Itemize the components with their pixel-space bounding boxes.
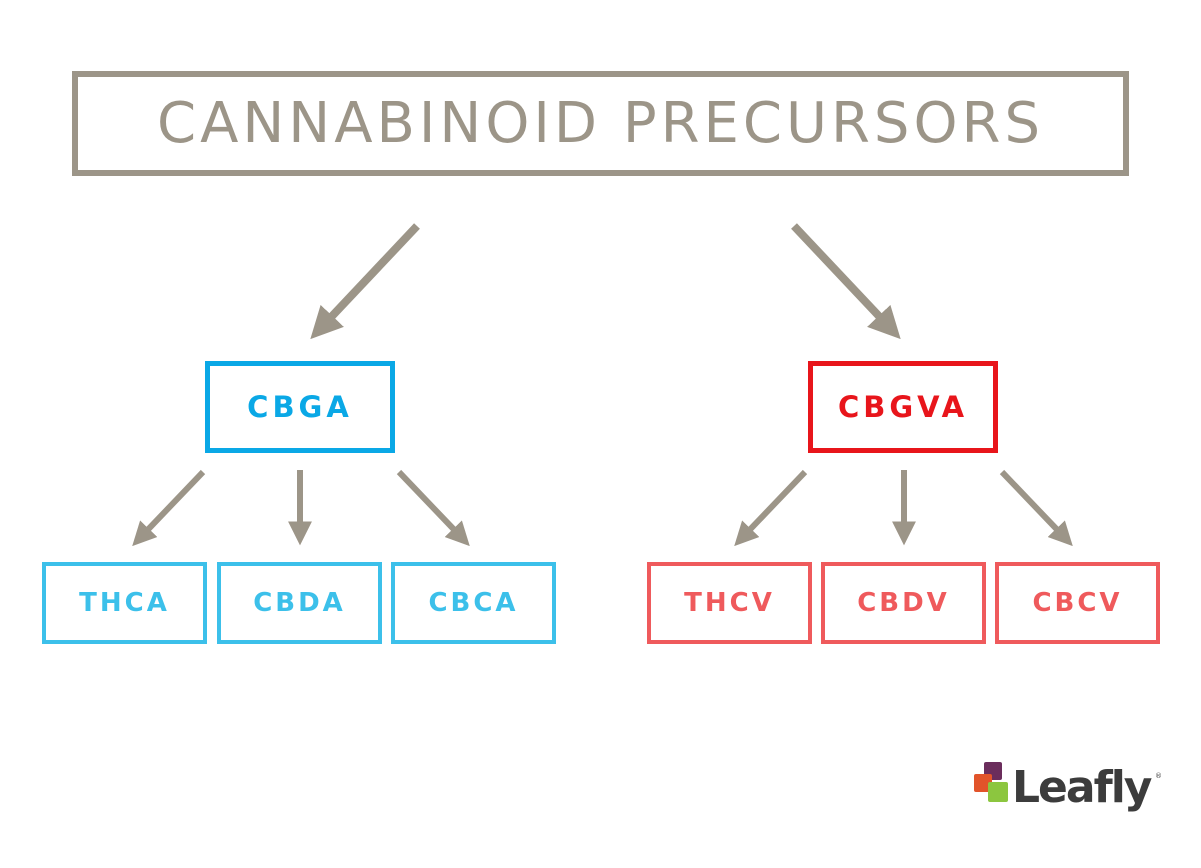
- arrow-title-to-cbgva: [791, 223, 901, 340]
- arrow-cbgva-to-cbcv: [999, 469, 1073, 547]
- registered-mark: ®: [1155, 772, 1162, 780]
- cbcv-box: CBCV: [995, 562, 1160, 644]
- leafly-logo: Leafly ®: [972, 760, 1162, 820]
- thca-box: THCA: [42, 562, 207, 644]
- cbda-label: CBDA: [253, 588, 346, 618]
- arrow-cbgva-to-thcv: [734, 469, 808, 547]
- title-box: CANNABINOID PRECURSORS: [72, 71, 1129, 176]
- cbdv-label: CBDV: [857, 588, 950, 618]
- cbgva-label: CBGVA: [837, 390, 969, 424]
- cbdv-box: CBDV: [821, 562, 986, 644]
- arrow-cbga-to-thca: [132, 469, 206, 547]
- cbga-box: CBGA: [205, 361, 395, 453]
- arrow-cbga-to-cbca: [396, 469, 470, 547]
- leafly-logo-text: Leafly: [1012, 762, 1152, 813]
- cbca-label: CBCA: [428, 588, 519, 618]
- cbda-box: CBDA: [217, 562, 382, 644]
- thcv-label: THCV: [684, 588, 775, 618]
- cbga-label: CBGA: [247, 390, 353, 424]
- leafly-logo-icon: [974, 762, 1008, 802]
- cbca-box: CBCA: [391, 562, 556, 644]
- arrow-title-to-cbga: [310, 223, 420, 340]
- cbcv-label: CBCV: [1032, 588, 1123, 618]
- thca-label: THCA: [79, 588, 170, 618]
- thcv-box: THCV: [647, 562, 812, 644]
- diagram-title: CANNABINOID PRECURSORS: [157, 91, 1044, 156]
- cbgva-box: CBGVA: [808, 361, 998, 453]
